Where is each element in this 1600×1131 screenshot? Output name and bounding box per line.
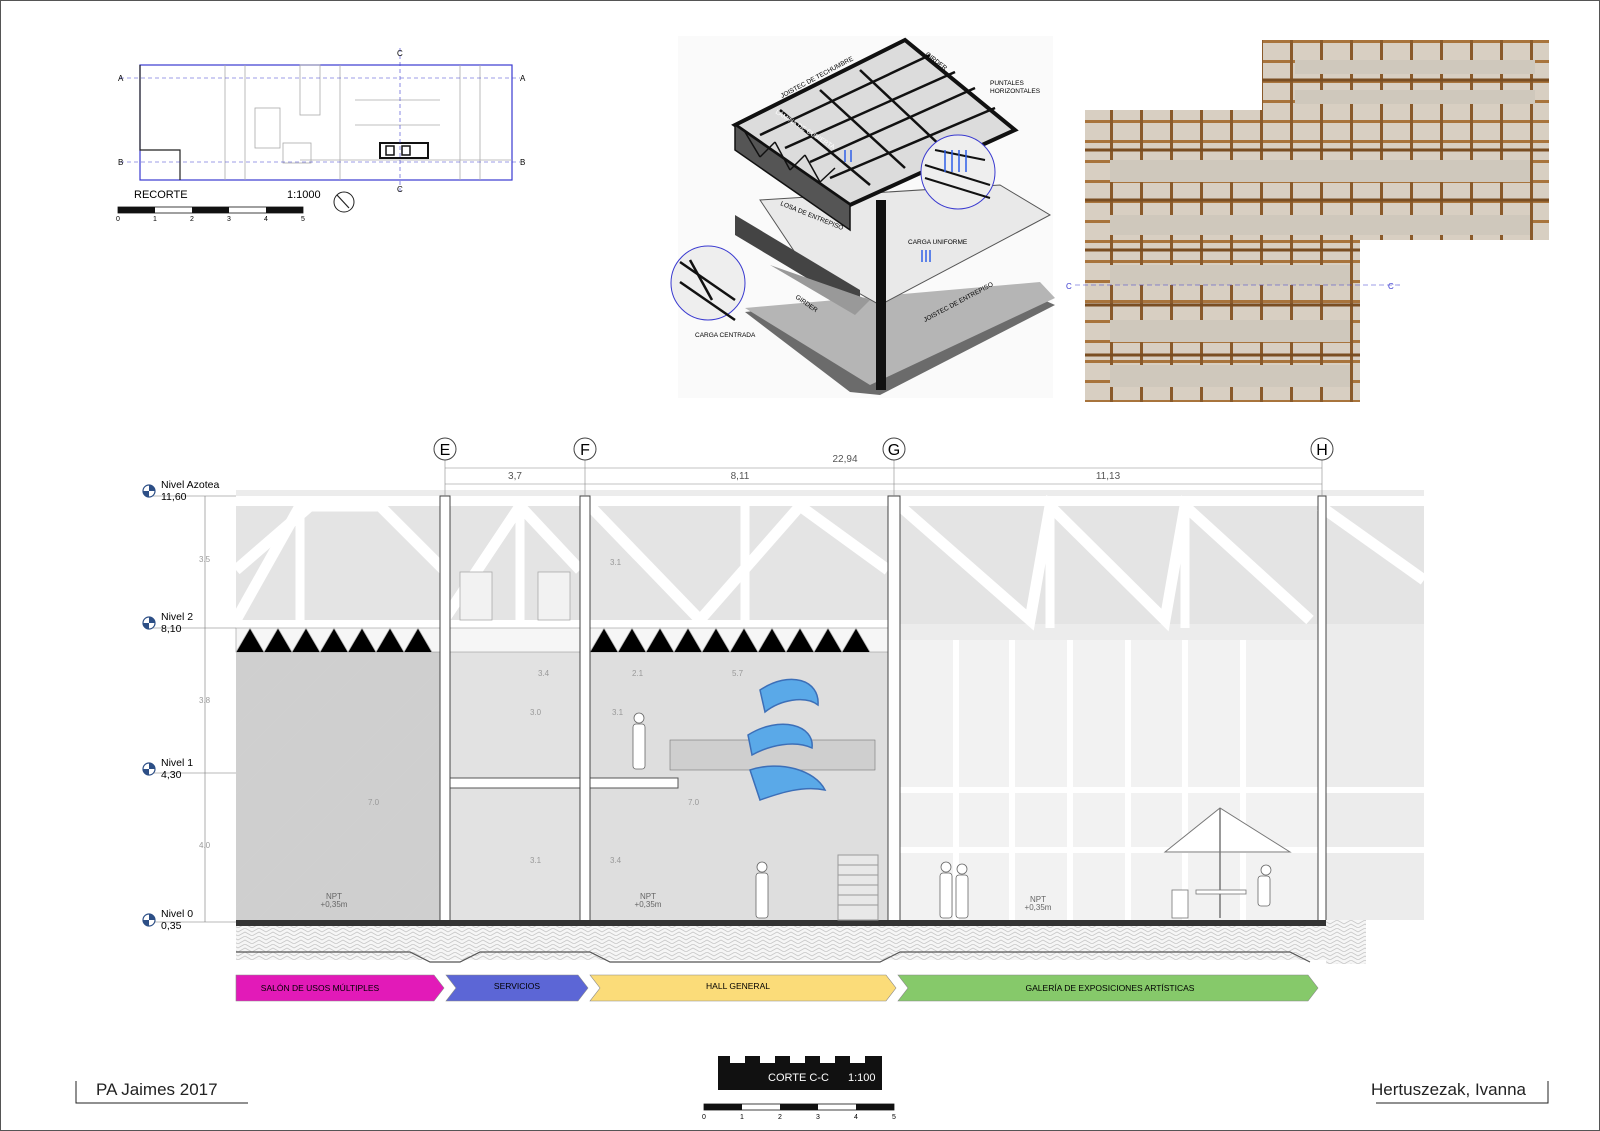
zone-label: HALL GENERAL — [706, 981, 770, 991]
keyplan-tick: 5 — [301, 216, 305, 223]
section-tick: 4 — [854, 1114, 858, 1121]
span-dimension: 3,7 — [508, 471, 522, 482]
level-value: 11,60 — [161, 491, 187, 503]
section-tick: 0 — [702, 1114, 706, 1121]
section-tick: 2 — [778, 1114, 782, 1121]
section-title-block: CORTE C-C 1:100 0 1 2 3 4 5 — [702, 1056, 896, 1121]
model-elevation-photo: C C — [1066, 40, 1549, 402]
structural-axonometric: JOISTEC DE TECHUMBRE GIRDER PUNTALES HOR… — [670, 36, 1055, 398]
label-carga-centrada: CARGA CENTRADA — [695, 332, 756, 339]
umbrella-icon — [1163, 807, 1292, 919]
north-arrow-icon — [333, 191, 355, 213]
keyplan-marker-c-top: C — [397, 49, 403, 58]
vertical-dim: 4.0 — [199, 841, 211, 850]
grid-axes: E F G H 22,94 3,7 8,11 11,13 — [433, 437, 1334, 496]
section-scale: 1:100 — [848, 1072, 876, 1084]
zone-label: GALERÍA DE EXPOSICIONES ARTÍSTICAS — [1026, 983, 1195, 993]
span-dimension: 8,11 — [731, 471, 750, 482]
level-name: Nivel Azotea — [161, 479, 220, 491]
key-plan: A A B B C C RECORTE 1:1000 0 1 2 3 4 5 — [116, 48, 526, 223]
zone-label: SERVICIOS — [494, 981, 540, 991]
axis-bubble-h — [1310, 437, 1334, 461]
interior-dim: 5.7 — [732, 669, 744, 678]
npt-value: +0,35m — [321, 900, 348, 909]
zone-band-salon — [235, 974, 445, 1002]
axis-label-g: G — [888, 442, 900, 459]
footer-author-right: Hertuszezak, Ivanna — [1371, 1080, 1526, 1099]
label-puntales: PUNTALES — [990, 80, 1024, 87]
keyplan-tick: 0 — [116, 216, 120, 223]
interior-dim: 3.4 — [610, 856, 622, 865]
zone-band-servicios — [445, 974, 589, 1002]
keyplan-scale: 1:1000 — [287, 189, 321, 201]
npt-label: NPT — [1030, 895, 1046, 904]
photo-marker-left: C — [1066, 282, 1072, 291]
interior-dim: 7.0 — [688, 798, 700, 807]
keyplan-marker-a-right: A — [520, 74, 526, 83]
section-scale-bar: 0 1 2 3 4 5 — [702, 1103, 896, 1121]
npt-label: NPT — [326, 892, 342, 901]
zone-band-galeria — [897, 974, 1319, 1002]
keyplan-marker-c-bottom: C — [397, 185, 403, 194]
level-name: Nivel 0 — [161, 908, 193, 920]
interior-dim: 3.1 — [610, 558, 622, 567]
axis-bubble-e — [433, 437, 457, 461]
vertical-dim: 3.5 — [199, 555, 211, 564]
keyplan-marker-a-left: A — [118, 74, 124, 83]
npt-labels: NPT +0,35m NPT +0,35m NPT +0,35m — [321, 892, 1052, 912]
vertical-dim: 3.8 — [199, 696, 211, 705]
interior-dim: 3.1 — [612, 708, 624, 717]
section-tick: 3 — [816, 1114, 820, 1121]
keyplan-scale-bar: 0 1 2 3 4 5 — [116, 206, 305, 223]
keyplan-tick: 3 — [227, 216, 231, 223]
axis-label-f: F — [580, 442, 590, 459]
level-value: 4,30 — [161, 769, 182, 781]
span-dimension: 11,13 — [1096, 471, 1121, 482]
keyplan-tick: 4 — [264, 216, 268, 223]
footer-author-left: PA Jaimes 2017 — [96, 1080, 218, 1099]
interior-dim: 3.4 — [538, 669, 550, 678]
keyplan-title: RECORTE — [134, 189, 188, 201]
keyplan-marker-b-right: B — [520, 158, 525, 167]
zone-bands: SALÓN DE USOS MÚLTIPLES SERVICIOS HALL G… — [235, 974, 1319, 1002]
section-tick: 1 — [740, 1114, 744, 1121]
photo-marker-right: C — [1388, 282, 1394, 291]
interior-dimensions: 3.1 3.4 3.0 2.1 5.7 3.1 7.0 7.0 3.1 3.4 — [368, 558, 744, 865]
npt-value: +0,35m — [635, 900, 662, 909]
level-name: Nivel 2 — [161, 611, 193, 623]
level-marker-icon — [142, 484, 156, 927]
interior-dim: 7.0 — [368, 798, 380, 807]
axis-bubble-g — [882, 437, 906, 461]
keyplan-marker-b-left: B — [118, 158, 123, 167]
zone-band-hall — [589, 974, 897, 1002]
keyplan-tick: 2 — [190, 216, 194, 223]
section-drawing — [231, 490, 1428, 964]
interior-dim: 3.0 — [530, 708, 542, 717]
axis-label-e: E — [440, 442, 451, 459]
level-value: 0,35 — [161, 920, 182, 932]
axis-label-h: H — [1316, 442, 1328, 459]
total-dimension: 22,94 — [832, 454, 857, 465]
section-tick: 5 — [892, 1114, 896, 1121]
keyplan-tick: 1 — [153, 216, 157, 223]
zone-label: SALÓN DE USOS MÚLTIPLES — [261, 983, 380, 993]
interior-dim: 3.1 — [530, 856, 542, 865]
interior-dim: 2.1 — [632, 669, 644, 678]
axis-bubble-f — [573, 437, 597, 461]
npt-label: NPT — [640, 892, 656, 901]
label-carga-uniforme: CARGA UNIFORME — [908, 239, 968, 246]
level-name: Nivel 1 — [161, 757, 193, 769]
label-horizontales: HORIZONTALES — [990, 88, 1041, 95]
level-value: 8,10 — [161, 623, 182, 635]
section-title: CORTE C-C — [768, 1072, 829, 1084]
npt-value: +0,35m — [1025, 903, 1052, 912]
level-markers: Nivel Azotea 11,60 Nivel 2 8,10 Nivel 1 … — [142, 479, 236, 932]
